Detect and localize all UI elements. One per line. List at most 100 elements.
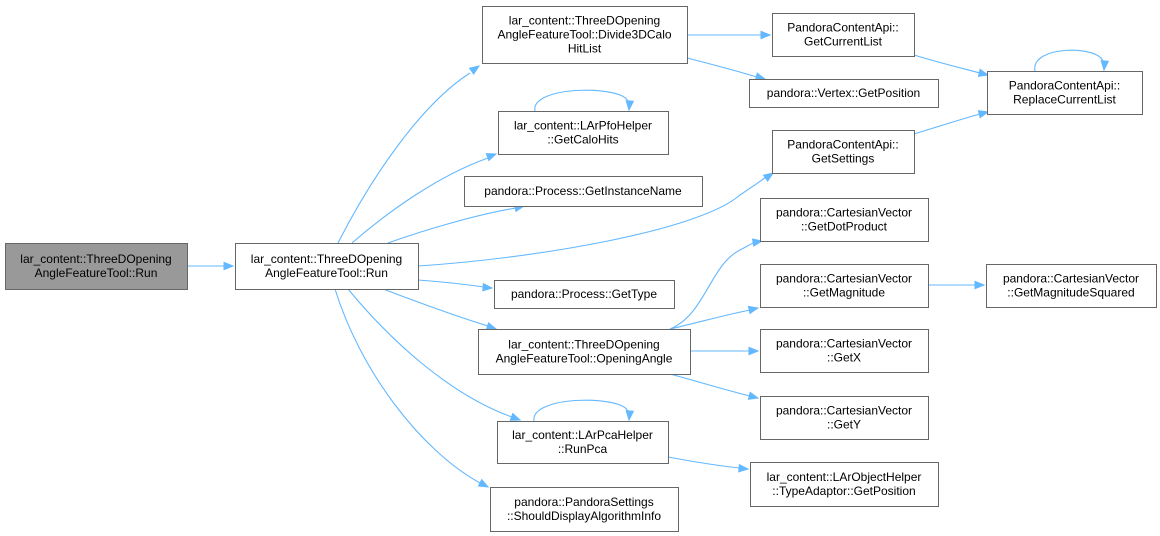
arrowhead-icon	[748, 346, 760, 356]
node-instancename[interactable]: pandora::Process::GetInstanceName	[464, 176, 703, 207]
edge-line	[667, 456, 741, 469]
node-box	[760, 396, 929, 440]
node-label-line: lar_content::ThreeDOpening	[508, 338, 659, 352]
node-dotproduct[interactable]: pandora::CartesianVector::GetDotProduct	[760, 198, 929, 242]
node-box	[464, 176, 703, 207]
node-label-line: GetSettings	[812, 152, 875, 166]
node-run[interactable]: lar_content::ThreeDOpeningAngleFeatureTo…	[235, 243, 419, 290]
edge-runpca-to-typeadaptor	[667, 456, 750, 473]
node-label-line: ::GetX	[827, 351, 861, 365]
node-magsquared[interactable]: pandora::CartesianVector::GetMagnitudeSq…	[986, 264, 1157, 308]
node-runpca[interactable]: lar_content::LArPcaHelper::RunPca	[497, 421, 669, 464]
nodes-layer: lar_content::ThreeDOpeningAngleFeatureTo…	[5, 6, 1157, 532]
edge-line	[382, 288, 489, 327]
node-box	[760, 198, 929, 242]
node-entry[interactable]: lar_content::ThreeDOpeningAngleFeatureTo…	[5, 243, 188, 290]
edge-line	[417, 279, 485, 288]
edge-run-to-getcalohits	[351, 153, 498, 244]
node-box	[478, 329, 691, 375]
edge-run-to-openingangle	[382, 288, 498, 331]
node-box	[750, 462, 939, 507]
node-label-line: lar_content::LArPcaHelper	[512, 428, 653, 442]
node-label-line: pandora::CartesianVector	[776, 337, 912, 351]
edge-line	[1034, 49, 1104, 72]
node-label-line: pandora::Vertex::GetPosition	[767, 86, 920, 100]
arrowhead-icon	[738, 463, 750, 473]
node-shoulddisplay[interactable]: pandora::PandoraSettings::ShouldDisplayA…	[490, 487, 679, 532]
node-box	[987, 71, 1143, 115]
edge-line	[417, 176, 767, 267]
edge-run-to-instancename	[387, 203, 526, 244]
edge-getcurrentlist-to-replacelist	[913, 54, 990, 77]
edge-openingangle-to-magnitude	[669, 305, 760, 330]
edge-line	[334, 288, 481, 484]
arrowhead-icon	[977, 110, 990, 119]
node-label-line: lar_content::ThreeDOpening	[20, 252, 171, 266]
node-box	[494, 280, 675, 309]
node-getsettings[interactable]: PandoraContentApi::GetSettings	[772, 130, 915, 174]
node-getx[interactable]: pandora::CartesianVector::GetX	[760, 329, 929, 373]
edge-run-to-runpca	[347, 288, 522, 421]
node-getcalohits[interactable]: lar_content::LArPfoHelper::GetCaloHits	[498, 111, 669, 155]
node-label-line: ::GetMagnitudeSquared	[1007, 286, 1134, 300]
arrowhead-icon	[762, 172, 775, 183]
edge-getcalohits-to-getcalohits	[534, 89, 635, 112]
node-openingangle[interactable]: lar_content::ThreeDOpeningAngleFeatureTo…	[478, 329, 691, 375]
edge-line	[534, 89, 629, 112]
edge-line	[913, 54, 981, 74]
edge-openingangle-to-gety	[669, 373, 760, 400]
node-label-line: AngleFeatureTool::Run	[265, 266, 388, 280]
arrowhead-icon	[760, 30, 772, 40]
edge-line	[387, 207, 517, 244]
node-label-line: pandora::PandoraSettings	[514, 495, 653, 509]
arrowhead-icon	[1100, 60, 1110, 72]
node-magnitude[interactable]: pandora::CartesianVector::GetMagnitude	[760, 264, 929, 308]
node-gety[interactable]: pandora::CartesianVector::GetY	[760, 396, 929, 440]
node-divide[interactable]: lar_content::ThreeDOpeningAngleFeatureTo…	[482, 6, 688, 64]
edge-openingangle-to-dotproduct	[669, 238, 764, 330]
node-label-line: AngleFeatureTool::Divide3DCalo	[497, 28, 671, 42]
arrowhead-icon	[482, 282, 494, 292]
node-label-line: ::ShouldDisplayAlgorithmInfo	[507, 509, 661, 523]
edge-entry-to-run	[187, 261, 235, 271]
node-box	[760, 329, 929, 373]
node-label-line: AngleFeatureTool::Run	[35, 266, 158, 280]
node-box	[5, 243, 188, 290]
node-box	[772, 130, 915, 174]
node-getcurrentlist[interactable]: PandoraContentApi::GetCurrentList	[772, 13, 915, 57]
node-label-line: ::GetMagnitude	[803, 286, 885, 300]
node-replacelist[interactable]: PandoraContentApi::ReplaceCurrentList	[987, 71, 1143, 115]
node-label-line: pandora::CartesianVector	[776, 272, 912, 286]
edge-line	[669, 241, 757, 330]
node-label-line: PandoraContentApi::	[1009, 79, 1120, 93]
edge-openingangle-to-getx	[690, 346, 760, 356]
node-label-line: ::GetCaloHits	[547, 133, 618, 147]
node-label-line: GetCurrentList	[804, 35, 883, 49]
edge-run-to-gettype	[417, 279, 494, 292]
node-label-line: HitList	[568, 42, 602, 56]
arrowhead-icon	[625, 410, 635, 422]
edge-line	[669, 309, 751, 330]
arrowhead-icon	[747, 391, 760, 400]
edge-run-to-getsettings	[417, 172, 775, 267]
edge-line	[686, 57, 758, 78]
edge-run-to-shoulddisplay	[334, 288, 490, 488]
node-box	[482, 6, 688, 64]
node-typeadaptor[interactable]: lar_content::LArObjectHelper::TypeAdapto…	[750, 462, 939, 507]
edge-runpca-to-runpca	[533, 399, 635, 422]
node-vertexpos[interactable]: pandora::Vertex::GetPosition	[749, 79, 939, 108]
node-box	[235, 243, 419, 290]
edge-line	[669, 373, 751, 397]
node-label-line: ::RunPca	[558, 442, 608, 456]
arrowhead-icon	[977, 68, 990, 77]
node-label-line: ::GetY	[827, 418, 861, 432]
node-label-line: pandora::CartesianVector	[776, 206, 912, 220]
node-gettype[interactable]: pandora::Process::GetType	[494, 280, 675, 309]
arrowhead-icon	[625, 100, 635, 112]
node-box	[760, 264, 929, 308]
edge-run-to-divide	[337, 65, 481, 244]
edge-divide-to-getcurrentlist	[687, 30, 772, 40]
edge-line	[347, 288, 513, 418]
node-label-line: PandoraContentApi::	[787, 21, 898, 35]
